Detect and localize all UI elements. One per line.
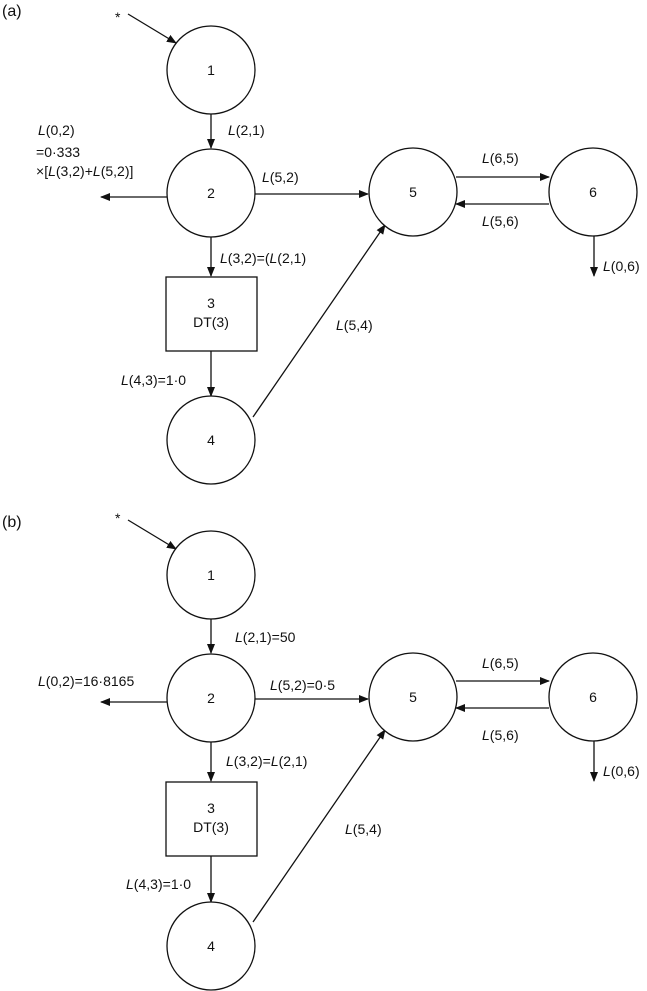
panel-a-node-3-box	[165, 276, 258, 352]
panel-b-label-L52: L(5,2)=0·5	[270, 677, 335, 693]
panel-a-label-L06: L(0,6)	[603, 258, 640, 274]
panel-b-node-1-label: 1	[207, 567, 215, 583]
panel-b-node-3-box	[165, 781, 258, 857]
panel-a: (a) * 1 L(2,1) 2 L(0,2) =0·333 ×[L(3,2)+…	[2, 3, 640, 485]
panel-a-label-L56: L(5,6)	[482, 213, 519, 229]
panel-a-input-arrow	[127, 13, 177, 44]
panel-a-label-L54: L(5,4)	[336, 317, 373, 333]
panel-a-node-1-label: 1	[207, 62, 215, 78]
panel-a-label-L02-line1: L(0,2)	[38, 122, 75, 138]
panel-b-node-3-label: 3	[207, 800, 215, 816]
panel-b-label-L54: L(5,4)	[345, 821, 382, 837]
panel-a-label: (a)	[2, 3, 22, 20]
panel-a-node-6	[548, 147, 638, 237]
panel-b-label-L43: L(4,3)=1·0	[126, 876, 191, 892]
panel-a-label-L32: L(3,2)=(L(2,1)	[220, 250, 306, 266]
panel-b-label-L02: L(0,2)=16·8165	[38, 673, 134, 689]
panel-b-input-star: *	[115, 510, 121, 526]
panel-b-node-5-label: 5	[409, 689, 417, 705]
panel-a-node-2-label: 2	[207, 185, 215, 201]
panel-b-label-L21: L(2,1)=50	[235, 629, 296, 645]
panel-a-node-4	[166, 395, 256, 485]
panel-a-node-3-label: 3	[207, 295, 215, 311]
panel-b-label-L06: L(0,6)	[603, 763, 640, 779]
panel-b-node-3-sublabel: DT(3)	[193, 819, 229, 835]
panel-b-node-4-label: 4	[207, 938, 215, 954]
panel-b-node-6-label: 6	[589, 689, 597, 705]
panel-a-node-3-sublabel: DT(3)	[193, 314, 229, 330]
panel-a-label-L52: L(5,2)	[262, 169, 299, 185]
panel-b-label: (b)	[2, 514, 22, 531]
panel-b-label-L32: L(3,2)=L(2,1)	[226, 753, 307, 769]
panel-b-arrow-4-to-5	[252, 729, 386, 923]
panel-a-node-4-label: 4	[207, 432, 215, 448]
panel-b-node-5	[368, 652, 458, 742]
panel-b-node-6	[548, 652, 638, 742]
panel-a-node-6-label: 6	[589, 184, 597, 200]
panel-a-node-5-label: 5	[409, 184, 417, 200]
panel-a-label-L02-line3: ×[L(3,2)+L(5,2)]	[36, 163, 133, 179]
panel-b-input-arrow	[127, 519, 177, 550]
panel-a-label-L65: L(6,5)	[482, 150, 519, 166]
panel-b-node-2-label: 2	[207, 690, 215, 706]
panel-a-label-L21: L(2,1)	[228, 122, 265, 138]
panel-a-node-5	[368, 147, 458, 237]
panel-b-label-L56: L(5,6)	[482, 727, 519, 743]
panel-a-arrow-4-to-5	[252, 224, 386, 418]
panel-a-input-star: *	[115, 9, 121, 25]
panel-b: (b) * 1 L(2,1)=50 2 L(0,2)=16·8165 L(5,2…	[2, 510, 640, 991]
panel-b-label-L65: L(6,5)	[482, 655, 519, 671]
panel-a-label-L43: L(4,3)=1·0	[121, 372, 186, 388]
panel-b-node-4	[166, 901, 256, 991]
panel-a-label-L02-line2: =0·333	[36, 144, 80, 160]
